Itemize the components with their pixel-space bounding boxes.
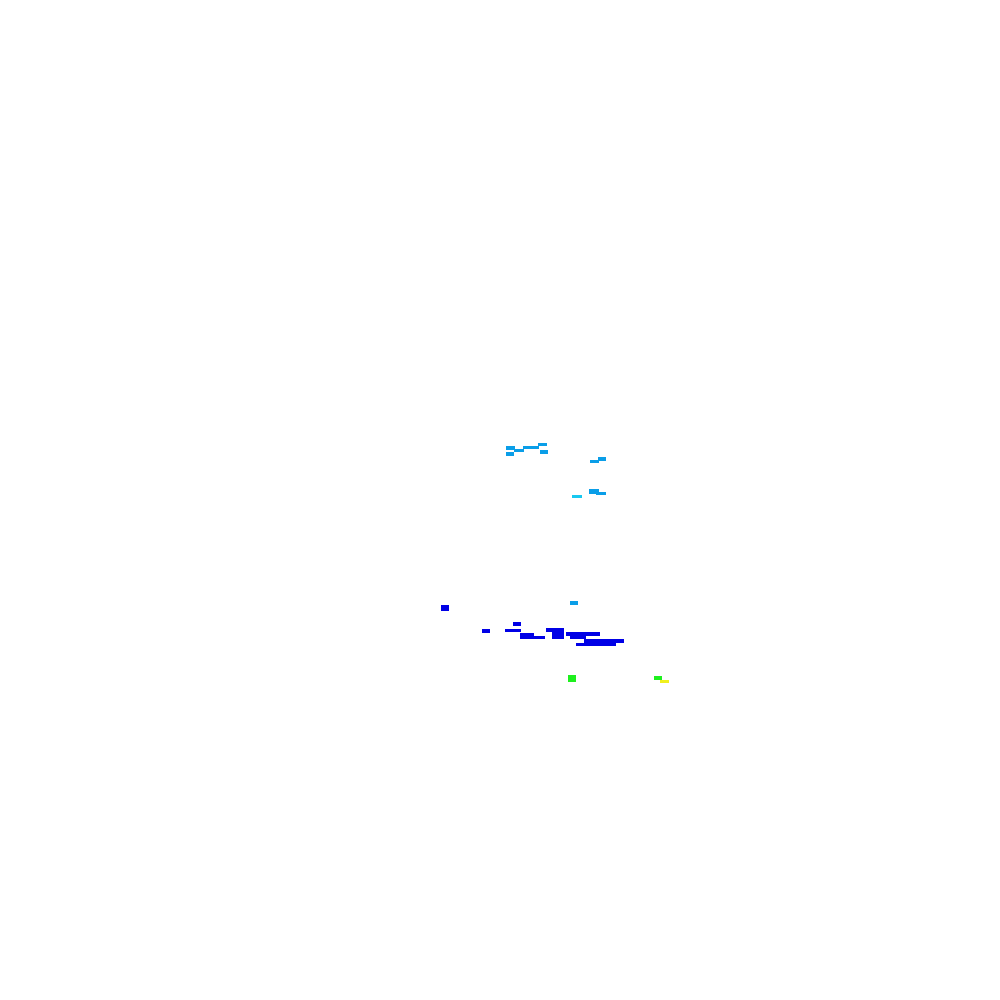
color-blip	[570, 601, 578, 605]
color-blip	[506, 446, 515, 450]
color-blip	[566, 632, 600, 636]
color-blip	[572, 495, 582, 498]
color-blip	[441, 605, 449, 611]
color-blip	[552, 631, 564, 639]
color-blip	[540, 450, 548, 454]
color-blip	[505, 629, 521, 632]
color-blip	[513, 622, 521, 626]
color-blip	[596, 492, 606, 495]
color-blip	[482, 629, 490, 633]
color-blip	[514, 449, 524, 452]
color-blip	[590, 460, 599, 463]
color-blip	[506, 452, 514, 456]
color-blip	[576, 643, 616, 646]
color-blip	[532, 636, 545, 639]
color-blip	[523, 446, 539, 449]
color-blip	[568, 675, 576, 682]
color-blip	[660, 680, 669, 683]
color-blip	[598, 457, 606, 461]
color-blip	[520, 633, 534, 639]
color-blip	[584, 639, 624, 643]
color-blip	[589, 489, 599, 494]
color-blip	[654, 676, 662, 680]
color-blip	[546, 628, 564, 632]
color-blip	[538, 443, 547, 446]
color-blip	[570, 636, 586, 639]
